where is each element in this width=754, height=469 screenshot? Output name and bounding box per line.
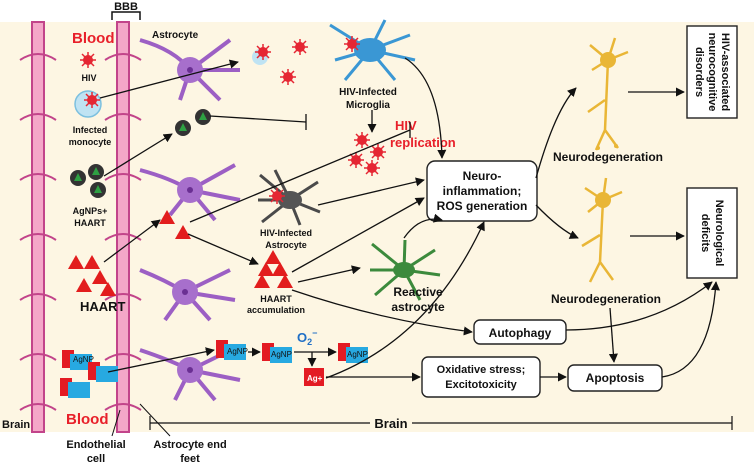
agnp-haart-icon	[70, 164, 106, 198]
reactive-astrocyte	[370, 239, 441, 301]
blood-label-bottom: Blood	[66, 411, 109, 428]
hiv-label: HIV	[81, 73, 96, 83]
bbb-label: BBB	[114, 1, 138, 13]
oxidative-stress-box	[421, 356, 541, 398]
haart-accumulation-label-1: HAART	[260, 294, 292, 304]
neurodegeneration-top-label: Neurodegeneration	[553, 150, 663, 164]
haart-label: HAART	[80, 299, 126, 314]
hand-box	[686, 25, 738, 119]
hiv-infected-microglia	[329, 19, 416, 81]
agnp-brain-particles	[216, 340, 368, 386]
oxidative-label-1: Oxidative stress;	[437, 364, 526, 376]
neuroinflammation-label-2: inflammation;	[443, 184, 522, 198]
agnp-label-brain-3: AgNP	[347, 350, 368, 359]
neuroinflammation-label-3: ROS generation	[437, 199, 528, 213]
agnp-label-left: AgNP	[73, 355, 94, 364]
astrocyte-label: Astrocyte	[152, 30, 199, 41]
reactive-astrocyte-label-2: astrocyte	[391, 300, 445, 314]
brain-label-bottom: Brain	[374, 416, 407, 431]
neurodegeneration-bottom-label: Neurodegeneration	[551, 292, 661, 306]
neuron-bottom-body	[595, 192, 611, 208]
endothelial-label-2: cell	[87, 453, 105, 465]
autophagy-box	[473, 319, 567, 345]
neuron-top-body	[600, 52, 616, 68]
hand-label-1: HIV-associated	[719, 33, 731, 111]
astrocyte-end-label-1: Astrocyte end	[153, 439, 226, 451]
ag-ion-label: Ag+	[307, 374, 323, 383]
hand-label-2: neurocognitive	[706, 33, 718, 112]
autophagy-label: Autophagy	[489, 326, 552, 340]
deficits-label-1: Neurological	[713, 200, 725, 267]
pathway-arrows	[99, 57, 720, 382]
infected-astrocyte-label-1: HIV-Infected	[260, 228, 312, 238]
agnps-haart-label-2: HAART	[74, 218, 106, 228]
astrocytes	[139, 38, 241, 402]
hand-label-3: disorders	[693, 47, 705, 97]
hiv-replication-label-2: replication	[390, 135, 456, 150]
neuron-top	[587, 37, 629, 151]
blood-brain-barrier	[104, 21, 142, 433]
blood-vessel-left	[19, 21, 57, 433]
neuroinflammation-label-1: Neuro-	[463, 169, 502, 183]
agnps-haart-label-1: AgNPs+	[73, 206, 108, 216]
infected-monocyte-icon	[74, 90, 102, 118]
microglia-label-2: Microglia	[346, 100, 390, 111]
infected-astrocyte-label-2: Astrocyte	[265, 240, 307, 250]
hiv-infected-astrocyte	[258, 169, 321, 226]
neuroinflammation-box	[426, 160, 538, 222]
bbb-bracket	[111, 11, 141, 20]
brain-label-left: Brain	[2, 419, 30, 431]
endothelial-label-1: Endothelial	[66, 439, 125, 451]
agnp-label-brain: AgNP	[227, 347, 248, 356]
astrocyte-end-label-2: feet	[180, 453, 200, 465]
neuron-top-myelin	[596, 144, 618, 150]
apoptosis-label: Apoptosis	[586, 371, 645, 385]
microglia-label-1: HIV-Infected	[339, 87, 397, 98]
superoxide-label: O2−	[297, 328, 317, 347]
infected-monocyte-label-1: Infected	[73, 125, 108, 135]
neuron-bottom	[581, 177, 623, 283]
apoptosis-box	[567, 364, 663, 392]
deficits-label-2: deficits	[699, 214, 711, 253]
oxidative-label-2: Excitotoxicity	[445, 379, 517, 391]
agnp-crossing	[175, 109, 211, 136]
hiv-replication-label-1: HIV	[395, 118, 417, 133]
neurological-deficits-box	[686, 187, 738, 279]
blood-label-top: Blood	[72, 30, 115, 47]
hiv-virus-icon	[79, 51, 97, 69]
reactive-astrocyte-label-1: Reactive	[393, 285, 443, 299]
infected-monocyte-label-2: monocyte	[69, 137, 112, 147]
haart-accumulation-label-2: accumulation	[247, 305, 305, 315]
agnp-label-brain-2: AgNP	[271, 350, 292, 359]
virus-crossing	[252, 38, 309, 86]
